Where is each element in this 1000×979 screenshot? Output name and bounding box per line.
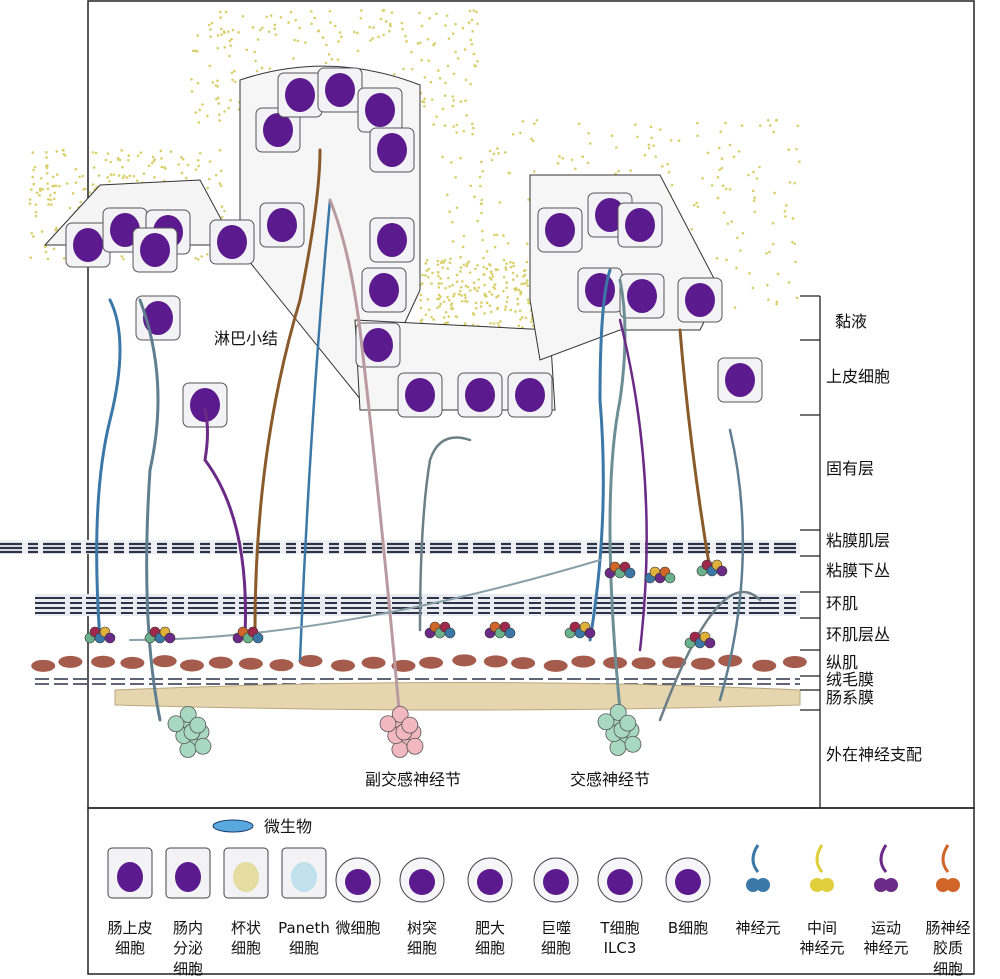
legend-item-text: 神经元 — [735, 919, 781, 937]
legend-item-text: 分泌 — [172, 939, 203, 958]
legend-item-text: 肠神经 — [925, 919, 971, 937]
legend-item-text: 树突 — [406, 919, 437, 937]
layer-label-submucosal-plexus: 粘膜下丛 — [826, 561, 891, 580]
layer-label-myenteric-plexus: 环肌层丛 — [826, 625, 891, 644]
legend-item-text: 胶质 — [932, 939, 963, 958]
legend-item-label: Paneth 细胞 — [276, 918, 332, 959]
legend-item-text: 巨噬 — [540, 919, 571, 937]
legend-item-text: 中间 — [806, 919, 837, 937]
legend-item-text: 细胞 — [114, 939, 145, 958]
label-lymph-nodule: 淋巴小结 — [214, 329, 279, 348]
legend-item-text: 细胞 — [406, 939, 437, 958]
legend-frame — [87, 807, 975, 975]
legend-item-text: 细胞 — [932, 959, 963, 978]
label-microbe: 微生物 — [264, 817, 313, 836]
legend-item-text: 细胞 — [230, 939, 261, 958]
layer-label-circular-muscle: 环肌 — [826, 594, 859, 613]
legend-item-text: 运动 — [870, 919, 901, 937]
circular-muscle-band — [35, 594, 800, 616]
legend-item-text: 微细胞 — [335, 919, 381, 937]
ganglia — [167, 704, 642, 758]
longitudinal-muscle-band — [31, 654, 807, 672]
legend-item-label: T细胞 ILC3 — [592, 918, 648, 959]
legend-item-label: 微细胞 — [330, 918, 386, 938]
legend-item-text: 细胞 — [288, 939, 319, 958]
legend-item-text: 肠上皮 — [107, 919, 153, 937]
layer-label-serosa: 绒毛膜 — [826, 670, 875, 689]
layer-label-longitudinal-muscle: 纵肌 — [826, 653, 859, 672]
epithelial-cells — [65, 67, 763, 428]
legend-item-text: Paneth — [278, 919, 330, 937]
label-parasympathetic-ganglion: 副交感神经节 — [365, 770, 462, 789]
legend-item-text: 细胞 — [172, 959, 203, 978]
legend-item-label: 杯状细胞 — [218, 918, 274, 959]
legend-item-label: 树突细胞 — [394, 918, 450, 959]
legend-item-text: B细胞 — [667, 919, 709, 937]
legend-item-text: 神经元 — [863, 939, 909, 958]
legend-item-label: B细胞 — [660, 918, 716, 938]
nerve-fibers — [95, 148, 762, 722]
legend-item-text: 神经元 — [799, 939, 845, 958]
muscularis-mucosae-band — [0, 540, 800, 554]
legend-item-text: 细胞 — [474, 939, 505, 958]
legend-item-label: 运动神经元 — [858, 918, 914, 959]
layer-label-extrinsic-innervation: 外在神经支配 — [826, 745, 923, 764]
legend-item-text: 杯状 — [230, 919, 261, 937]
layer-scale-bar — [800, 295, 821, 809]
legend-item-text: ILC3 — [603, 939, 637, 958]
legend-item-label: 肥大细胞 — [462, 918, 518, 959]
legend-item-label: 神经元 — [730, 918, 786, 938]
legend-item-label: 肠上皮细胞 — [102, 918, 158, 959]
legend-item-label: 肠内分泌细胞 — [160, 918, 216, 979]
label-sympathetic-ganglion: 交感神经节 — [570, 770, 651, 789]
legend-item-text: 细胞 — [540, 939, 571, 958]
layer-label-mesentery: 肠系膜 — [826, 688, 875, 707]
legend-item-label: 中间神经元 — [794, 918, 850, 959]
layer-label-epithelium: 上皮细胞 — [826, 367, 891, 386]
nerve-plexus-clusters — [84, 559, 728, 649]
legend-item-text: T细胞 — [600, 919, 640, 937]
legend-item-label: 肠神经胶质细胞 — [920, 918, 976, 979]
layer-label-lamina-propria: 固有层 — [826, 459, 875, 478]
legend-item-text: 肠内 — [172, 919, 203, 937]
mesentery-band — [114, 682, 801, 711]
layer-label-mucus: 黏液 — [835, 312, 868, 331]
layer-label-muscularis-mucosae: 粘膜肌层 — [826, 531, 891, 550]
legend-item-label: 巨噬细胞 — [528, 918, 584, 959]
legend-item-text: 肥大 — [474, 919, 505, 937]
legend-icons — [107, 819, 960, 903]
